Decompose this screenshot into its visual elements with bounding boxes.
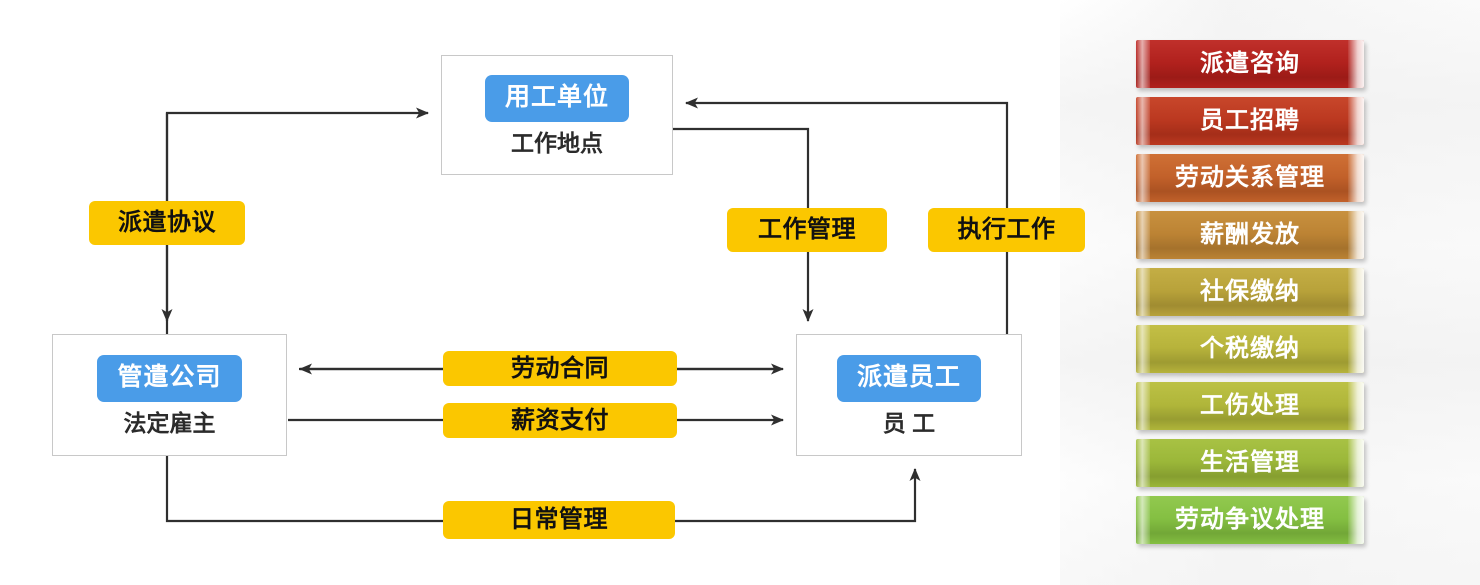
service-bar[interactable]: 派遣咨询 [1136,40,1364,88]
relation-label-salary[interactable]: 薪资支付 [443,403,677,438]
service-bar[interactable]: 工伤处理 [1136,382,1364,430]
service-bar[interactable]: 劳动争议处理 [1136,496,1364,544]
entity-box-employer[interactable]: 用工单位 工作地点 [441,55,673,175]
connector-workmgmt [673,127,814,322]
entity-badge-employer: 用工单位 [484,75,629,122]
service-bar-label: 社保缴纳 [1200,279,1300,305]
service-bar[interactable]: 员工招聘 [1136,97,1364,145]
relation-label-daily[interactable]: 日常管理 [443,501,675,539]
relation-label-contract[interactable]: 劳动合同 [443,351,677,386]
service-bar-label: 个税缴纳 [1200,336,1300,362]
connector-dowork [685,97,1009,334]
entity-subtitle-employer: 工作地点 [511,130,603,156]
service-bar[interactable]: 薪酬发放 [1136,211,1364,259]
entity-box-worker[interactable]: 派遣员工 员 工 [796,334,1022,456]
entity-badge-agency: 管遣公司 [97,355,242,402]
service-bar-label: 劳动争议处理 [1175,507,1325,533]
relation-label-dowork[interactable]: 执行工作 [928,208,1085,252]
service-list: 派遣咨询员工招聘劳动关系管理薪酬发放社保缴纳个税缴纳工伤处理生活管理劳动争议处理 [1136,40,1364,553]
service-bar-label: 生活管理 [1200,450,1300,476]
service-bar[interactable]: 社保缴纳 [1136,268,1364,316]
service-bar[interactable]: 个税缴纳 [1136,325,1364,373]
service-bar-label: 工伤处理 [1200,393,1300,419]
service-bar-label: 薪酬发放 [1200,222,1300,248]
entity-badge-worker: 派遣员工 [836,355,981,402]
entity-subtitle-worker: 员 工 [882,410,936,436]
service-bar-label: 员工招聘 [1200,108,1300,134]
relation-label-workmgmt[interactable]: 工作管理 [727,208,887,252]
relation-label-agreement[interactable]: 派遣协议 [89,201,245,245]
service-bar[interactable]: 劳动关系管理 [1136,154,1364,202]
service-bar-label: 劳动关系管理 [1175,165,1325,191]
service-bar[interactable]: 生活管理 [1136,439,1364,487]
entity-subtitle-agency: 法定雇主 [123,410,216,436]
service-bar-label: 派遣咨询 [1200,51,1300,77]
entity-box-agency[interactable]: 管遣公司 法定雇主 [52,334,287,456]
